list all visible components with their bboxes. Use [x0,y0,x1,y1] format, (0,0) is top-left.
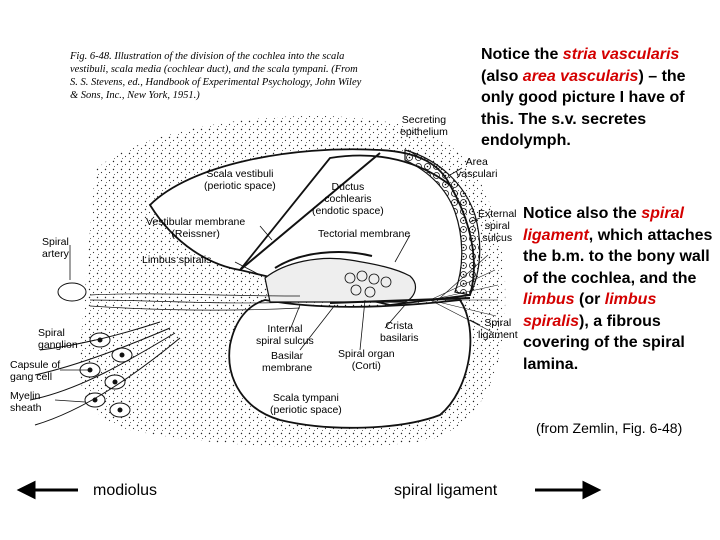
label-crista-basilaris: Crista basilaris [380,320,419,344]
label-ductus-cochlearis: Ductus cochlearis (endotic space) [312,181,384,217]
scala-tympani-region [228,299,472,429]
spiral-ligament-note: Notice also the spiral ligament, which a… [523,205,713,373]
stria-vascularis-note: Notice the stria vascularis (also area v… [481,46,686,149]
vestibular-membrane-line [239,152,381,271]
label-limbus-spiralis: Limbus spiralis [142,254,212,266]
label-scala-tympani: Scala tympani (periotic space) [270,392,342,416]
tectorial-membrane [274,251,373,269]
figure-caption: Fig. 6-48. Illustration of the division … [70,51,362,101]
label-spiral-ganglion: Spiral ganglion [38,327,78,351]
label-basilar-membrane: Basilar membrane [262,350,313,374]
label-capsule-gang-cell: Capsule of gang cell [10,359,61,383]
label-external-spiral-sulcus: External spiral sulcus [478,208,517,244]
hair-cells [344,270,392,298]
label-area-vasculari: Area vasculari [456,156,498,180]
source-credit: (from Zemlin, Fig. 6-48) [536,420,683,436]
label-vestibular-membrane: Vestibular membrane (Reissner) [146,216,246,240]
label-internal-spiral-sulcus: Internal spiral sulcus [256,323,314,347]
spiral-ligament-label: spiral ligament [394,482,498,499]
spiral-ligament-arrow [535,480,602,500]
spiral-ligament-fibres [429,254,499,333]
basilar-membrane [329,297,471,304]
label-spiral-artery: Spiral artery [42,236,69,260]
spiral-lamina-fibres [89,293,301,311]
modiolus-label: modiolus [93,482,158,499]
myelinated-nerve-fibres [29,321,181,426]
label-secreting-epithelium: Secreting epithelium [400,114,448,138]
label-spiral-ligament: Spiral ligament [478,317,518,341]
ganglion-nuclei [87,337,125,413]
organ-of-corti [264,257,417,303]
label-spiral-organ: Spiral organ (Corti) [338,348,395,372]
label-tectorial-membrane: Tectorial membrane [318,228,411,240]
modiolus-arrow [16,480,78,500]
label-scala-vestibuli: Scala vestibuli (periotic space) [204,168,276,192]
label-myelin-sheath: Myelin sheath [10,390,42,414]
label-leader-lines [54,149,481,403]
